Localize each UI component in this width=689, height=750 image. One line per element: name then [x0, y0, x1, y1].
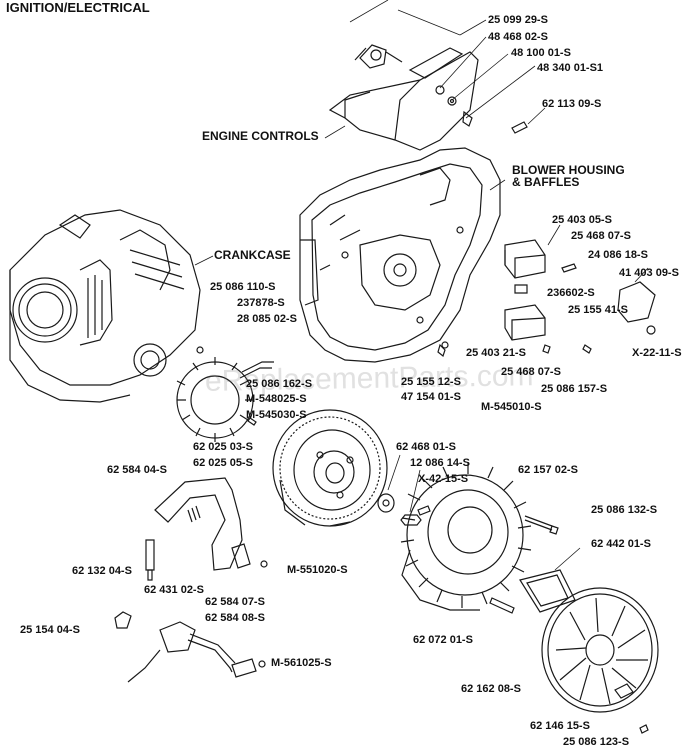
part-number: 62 468 01-S: [396, 441, 456, 453]
part-number: 62 162 08-S: [461, 683, 521, 695]
part-number: 62 146 15-S: [530, 720, 590, 732]
part-number: 25 086 123-S: [563, 736, 630, 748]
engine-controls-bracket: [328, 44, 479, 151]
part-number: 236602-S: [547, 287, 595, 299]
part-number: 25 403 21-S: [466, 347, 526, 359]
part-number: 25 086 162-S: [246, 378, 313, 390]
label-crankcase: CRANKCASE: [214, 248, 291, 262]
part-number: 62 584 04-S: [107, 464, 167, 476]
part-number: 48 468 02-S: [488, 31, 548, 43]
label-engine-controls: ENGINE CONTROLS: [202, 129, 319, 143]
part-number: 62 584 08-S: [205, 612, 265, 624]
label-blower-housing: BLOWER HOUSING & BAFFLES: [512, 163, 625, 189]
part-number: 25 086 157-S: [541, 383, 608, 395]
part-number: 62 113 09-S: [542, 98, 602, 110]
part-number: 25 155 41-S: [568, 304, 628, 316]
part-number: 25 099 29-S: [488, 14, 548, 26]
part-number: 25 154 04-S: [20, 624, 80, 636]
part-number: M-545010-S: [481, 401, 542, 413]
part-number: 25 403 05-S: [552, 214, 612, 226]
page-title: IGNITION/ELECTRICAL: [6, 0, 150, 15]
ignition-modules: [437, 224, 656, 358]
part-number: 25 468 07-S: [571, 230, 631, 242]
part-number: 25 155 12-S: [401, 376, 461, 388]
part-number: 62 157 02-S: [518, 464, 578, 476]
cooling-fan: [400, 462, 532, 611]
part-number: 237878-S: [237, 297, 285, 309]
part-number: M-561025-S: [271, 657, 332, 669]
part-number: 47 154 01-S: [401, 391, 461, 403]
ignition-coil: [114, 477, 268, 629]
part-number: M-551020-S: [287, 564, 348, 576]
part-number: 62 584 07-S: [205, 596, 265, 608]
crankcase: [9, 209, 214, 403]
part-number: 25 086 110-S: [210, 281, 276, 293]
part-number: M-548025-S: [246, 393, 307, 405]
part-number: X-42-15-S: [418, 473, 469, 485]
wiring-harness: [127, 621, 266, 683]
part-number: 62 072 01-S: [413, 634, 473, 646]
stator: [176, 346, 274, 442]
flywheel: [272, 409, 388, 527]
part-number: 62 431 02-S: [144, 584, 204, 596]
part-number: 62 132 04-S: [72, 565, 132, 577]
part-number: 41 403 09-S: [619, 267, 679, 279]
part-number: 48 340 01-S1: [537, 62, 604, 74]
blower-housing: [299, 147, 506, 363]
part-number: 25 086 132-S: [591, 504, 658, 516]
part-number: 12 086 14-S: [410, 457, 470, 469]
part-number: 62 442 01-S: [591, 538, 651, 550]
rotating-screen: [541, 587, 659, 713]
part-number: 62 025 03-S: [193, 441, 253, 453]
part-number: 28 085 02-S: [237, 313, 297, 325]
part-number: 24 086 18-S: [588, 249, 648, 261]
part-number: M-545030-S: [246, 409, 307, 421]
part-number: 48 100 01-S: [511, 47, 571, 59]
part-number: 25 468 07-S: [501, 366, 561, 378]
part-number: X-22-11-S: [632, 347, 682, 359]
part-number: 62 025 05-S: [193, 457, 253, 469]
